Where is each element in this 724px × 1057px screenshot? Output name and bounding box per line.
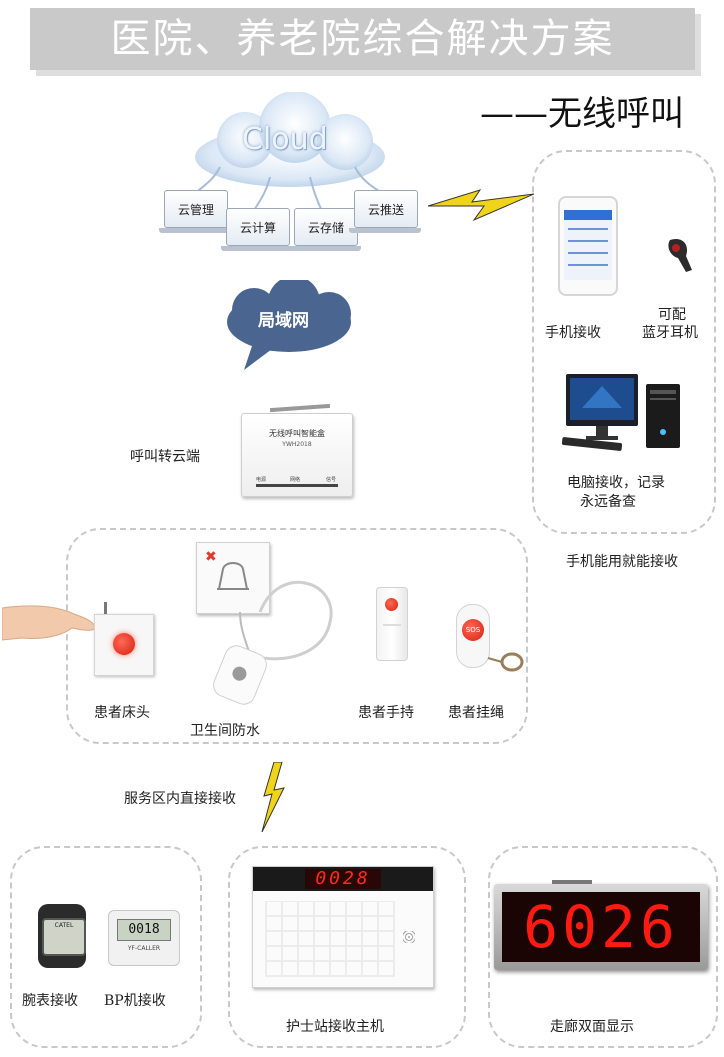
pc-receive-label-line2: 永远备查 xyxy=(580,494,636,510)
corridor-double-sided-display: 6026 xyxy=(494,884,708,970)
pc-receive-label-line1: 电脑接收，记录 xyxy=(567,475,665,491)
header-banner xyxy=(30,8,695,70)
port-label: 信号 xyxy=(326,477,337,483)
lan-label: 局域网 xyxy=(258,311,309,331)
watch-brand: CATEL xyxy=(54,922,74,929)
host-led-display: 0028 xyxy=(305,869,381,889)
corridor-led-display: 6026 xyxy=(502,892,700,962)
nurse-station-host: 0028 xyxy=(252,866,434,988)
wireless-bolt-icon xyxy=(261,762,285,832)
bedside-call-button xyxy=(94,614,154,676)
bluetooth-headset-icon xyxy=(668,238,692,272)
patient-devices-region xyxy=(66,528,528,744)
bedside-label: 患者床头 xyxy=(94,705,150,721)
keyring-icon xyxy=(487,652,524,672)
call-to-cloud-box: 无线呼叫智能盒 YWH2018 电源 网络 信号 xyxy=(241,413,353,497)
cloud-service-label: 云管理 xyxy=(164,190,228,228)
corridor-display-region xyxy=(488,846,718,1048)
phone-receive-label: 手机接收 xyxy=(545,325,601,341)
page-subtitle: ——无线呼叫 xyxy=(480,94,684,134)
page-title: 医院、养老院综合解决方案 xyxy=(110,16,615,62)
smartphone-icon xyxy=(558,196,618,296)
port-label: 网络 xyxy=(290,477,301,483)
sos-badge: SOS xyxy=(462,619,484,641)
port-strip xyxy=(256,484,338,487)
bathroom-waterproof-button: ✖ xyxy=(196,542,270,614)
mobile-receive-region xyxy=(532,150,716,534)
pager-receiver-icon: 0018 YF-CALLER xyxy=(108,910,180,966)
cloud-service-label: 云推送 xyxy=(354,190,418,228)
desktop-computer-icon xyxy=(561,374,680,451)
nurse-host-label: 护士站接收主机 xyxy=(286,1019,384,1035)
pager-receive-label: BP机接收 xyxy=(104,993,166,1009)
pager-display: 0018 xyxy=(117,919,171,941)
corridor-display-label: 走廊双面显示 xyxy=(550,1019,634,1035)
port-label: 电源 xyxy=(256,477,267,483)
nurse-station-region xyxy=(228,846,466,1048)
antenna-icon xyxy=(269,403,331,413)
lanyard-sos-button: SOS xyxy=(456,604,490,668)
bathroom-label: 卫生间防水 xyxy=(190,723,260,739)
bell-icon xyxy=(217,562,249,590)
handheld-label: 患者手持 xyxy=(358,705,414,721)
wireless-bolt-icon xyxy=(428,189,534,222)
cloud-label: Cloud xyxy=(242,122,328,157)
watch-receiver-icon: CATEL xyxy=(38,904,86,968)
cloud-service-label: 云存储 xyxy=(294,208,358,246)
lanyard-label: 患者挂绳 xyxy=(448,705,504,721)
lan-cloud-icon xyxy=(227,280,351,370)
host-button-grid xyxy=(265,901,395,977)
wearable-receive-region xyxy=(10,846,202,1048)
cloud-service-label: 云计算 xyxy=(226,208,290,246)
display-bracket xyxy=(552,880,592,884)
headset-label-line2: 蓝牙耳机 xyxy=(642,325,698,341)
watch-receive-label: 腕表接收 xyxy=(22,993,78,1009)
laptop-cloud-computing: 云计算 xyxy=(221,208,293,251)
laptop-cloud-push: 云推送 xyxy=(349,190,421,233)
close-icon: ✖ xyxy=(205,549,217,565)
hand-pressing-icon xyxy=(2,605,97,641)
pager-brand: YF-CALLER xyxy=(127,945,161,952)
laptop-cloud-management: 云管理 xyxy=(159,190,231,233)
device-title: 无线呼叫智能盒 xyxy=(269,429,325,438)
device-model: YWH2018 xyxy=(282,441,312,448)
laptop-cloud-storage: 云存储 xyxy=(289,208,361,251)
service-area-label: 服务区内直接接收 xyxy=(124,791,236,807)
mobile-caption: 手机能用就能接收 xyxy=(566,554,678,570)
gateway-label: 呼叫转云端 xyxy=(130,449,200,465)
antenna-icon xyxy=(104,602,107,614)
speaker-icon xyxy=(403,931,415,943)
handheld-call-button xyxy=(376,587,408,661)
cloud-icon xyxy=(195,92,385,187)
headset-label-line1: 可配 xyxy=(658,307,686,323)
